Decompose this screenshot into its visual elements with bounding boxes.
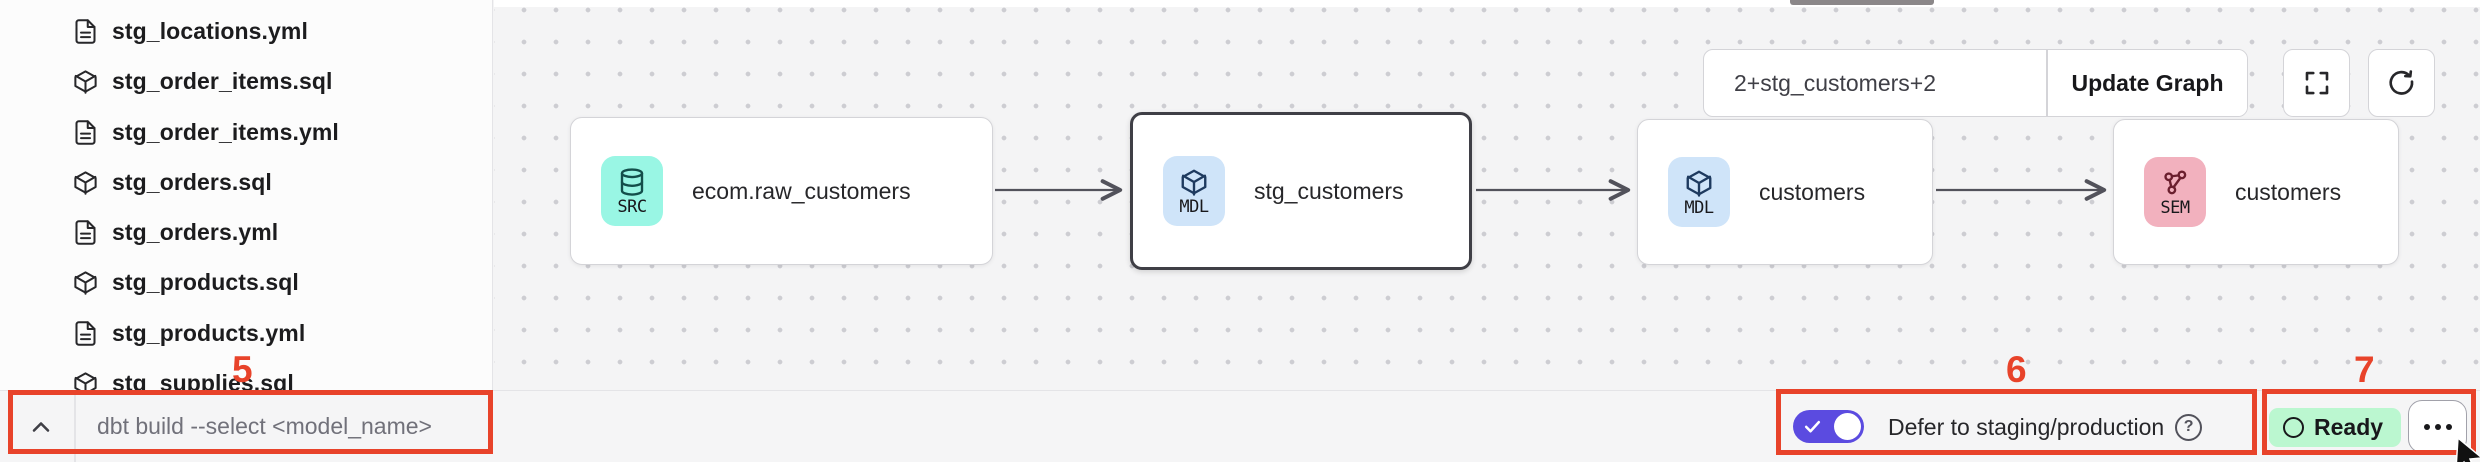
node-label: customers: [2235, 178, 2342, 205]
node-label: stg_customers: [1254, 177, 1404, 204]
cube-icon: [1686, 170, 1712, 197]
refresh-icon: [2388, 70, 2413, 95]
document-icon: [75, 119, 96, 145]
canvas-top-edge: [494, 0, 2480, 7]
defer-group: Defer to staging/production ?: [1888, 391, 2203, 462]
file-tree-sidebar: stg_locations.yml stg_order_items.sql st…: [0, 0, 493, 396]
fullscreen-icon: [2305, 71, 2328, 95]
sem-badge: SEM: [2144, 157, 2206, 227]
dag-node-stg-customers[interactable]: MDL stg_customers: [1130, 112, 1472, 270]
file-item-stg-locations-yml[interactable]: stg_locations.yml: [0, 14, 492, 48]
file-name: stg_products.sql: [112, 268, 299, 295]
document-icon: [75, 18, 96, 44]
file-item-stg-products-sql[interactable]: stg_products.sql: [0, 265, 492, 299]
file-name: stg_order_items.sql: [112, 67, 333, 94]
help-icon[interactable]: ?: [2175, 413, 2203, 441]
node-label: ecom.raw_customers: [692, 177, 911, 204]
toggle-knob: [1834, 413, 1861, 440]
mdl-badge: MDL: [1668, 157, 1730, 227]
refresh-button[interactable]: [2368, 49, 2435, 117]
circle-icon: [2283, 417, 2304, 438]
file-item-stg-orders-yml[interactable]: stg_orders.yml: [0, 215, 492, 249]
fullscreen-button[interactable]: [2283, 49, 2350, 117]
status-badge: Ready: [2269, 408, 2402, 447]
check-icon: [1804, 420, 1821, 433]
node-label: customers: [1759, 178, 1866, 205]
file-item-stg-order-items-yml[interactable]: stg_order_items.yml: [0, 115, 492, 149]
control-divider: [2046, 50, 2048, 116]
file-name: stg_order_items.yml: [112, 118, 339, 145]
document-icon: [75, 320, 96, 346]
semantic-graph-icon: [2164, 169, 2187, 194]
model-cube-icon: [74, 69, 97, 94]
badge-label: SEM: [2160, 197, 2190, 218]
ellipsis-icon: [2423, 423, 2430, 430]
defer-toggle[interactable]: [1793, 410, 1864, 443]
file-name: stg_locations.yml: [112, 17, 308, 44]
cube-icon: [1181, 169, 1207, 196]
model-cube-icon: [74, 270, 97, 295]
command-bar: Defer to staging/production ? Ready: [0, 390, 2480, 462]
more-options-button[interactable]: [2408, 400, 2467, 453]
file-name: stg_orders.yml: [112, 218, 279, 245]
graph-selector-input[interactable]: [1704, 50, 2046, 116]
dag-node-customers-model[interactable]: MDL customers: [1637, 119, 1933, 265]
src-badge: SRC: [601, 156, 663, 226]
dag-node-source-raw-customers[interactable]: SRC ecom.raw_customers: [570, 117, 993, 265]
mdl-badge: MDL: [1163, 156, 1225, 226]
file-item-stg-order-items-sql[interactable]: stg_order_items.sql: [0, 64, 492, 98]
collapse-panel-button[interactable]: [18, 405, 64, 449]
model-cube-icon: [74, 170, 97, 195]
file-name: stg_orders.sql: [112, 168, 272, 195]
dag-node-customers-semantic[interactable]: SEM customers: [2113, 119, 2399, 265]
file-item-stg-products-yml[interactable]: stg_products.yml: [0, 316, 492, 350]
defer-label: Defer to staging/production: [1888, 413, 2165, 440]
chevron-up-icon: [32, 422, 50, 432]
badge-label: MDL: [1684, 197, 1714, 218]
database-icon: [620, 167, 644, 196]
scroll-thumb[interactable]: [1790, 0, 1934, 5]
update-graph-button[interactable]: Update Graph: [2048, 50, 2247, 116]
dbt-command-input[interactable]: [97, 401, 477, 451]
document-icon: [75, 219, 96, 245]
badge-label: SRC: [617, 196, 647, 217]
bar-divider: [74, 391, 76, 462]
file-name: stg_products.yml: [112, 319, 306, 346]
graph-selector-control: Update Graph: [1703, 49, 2248, 117]
file-item-stg-orders-sql[interactable]: stg_orders.sql: [0, 165, 492, 199]
status-text: Ready: [2314, 414, 2384, 440]
badge-label: MDL: [1179, 196, 1209, 217]
